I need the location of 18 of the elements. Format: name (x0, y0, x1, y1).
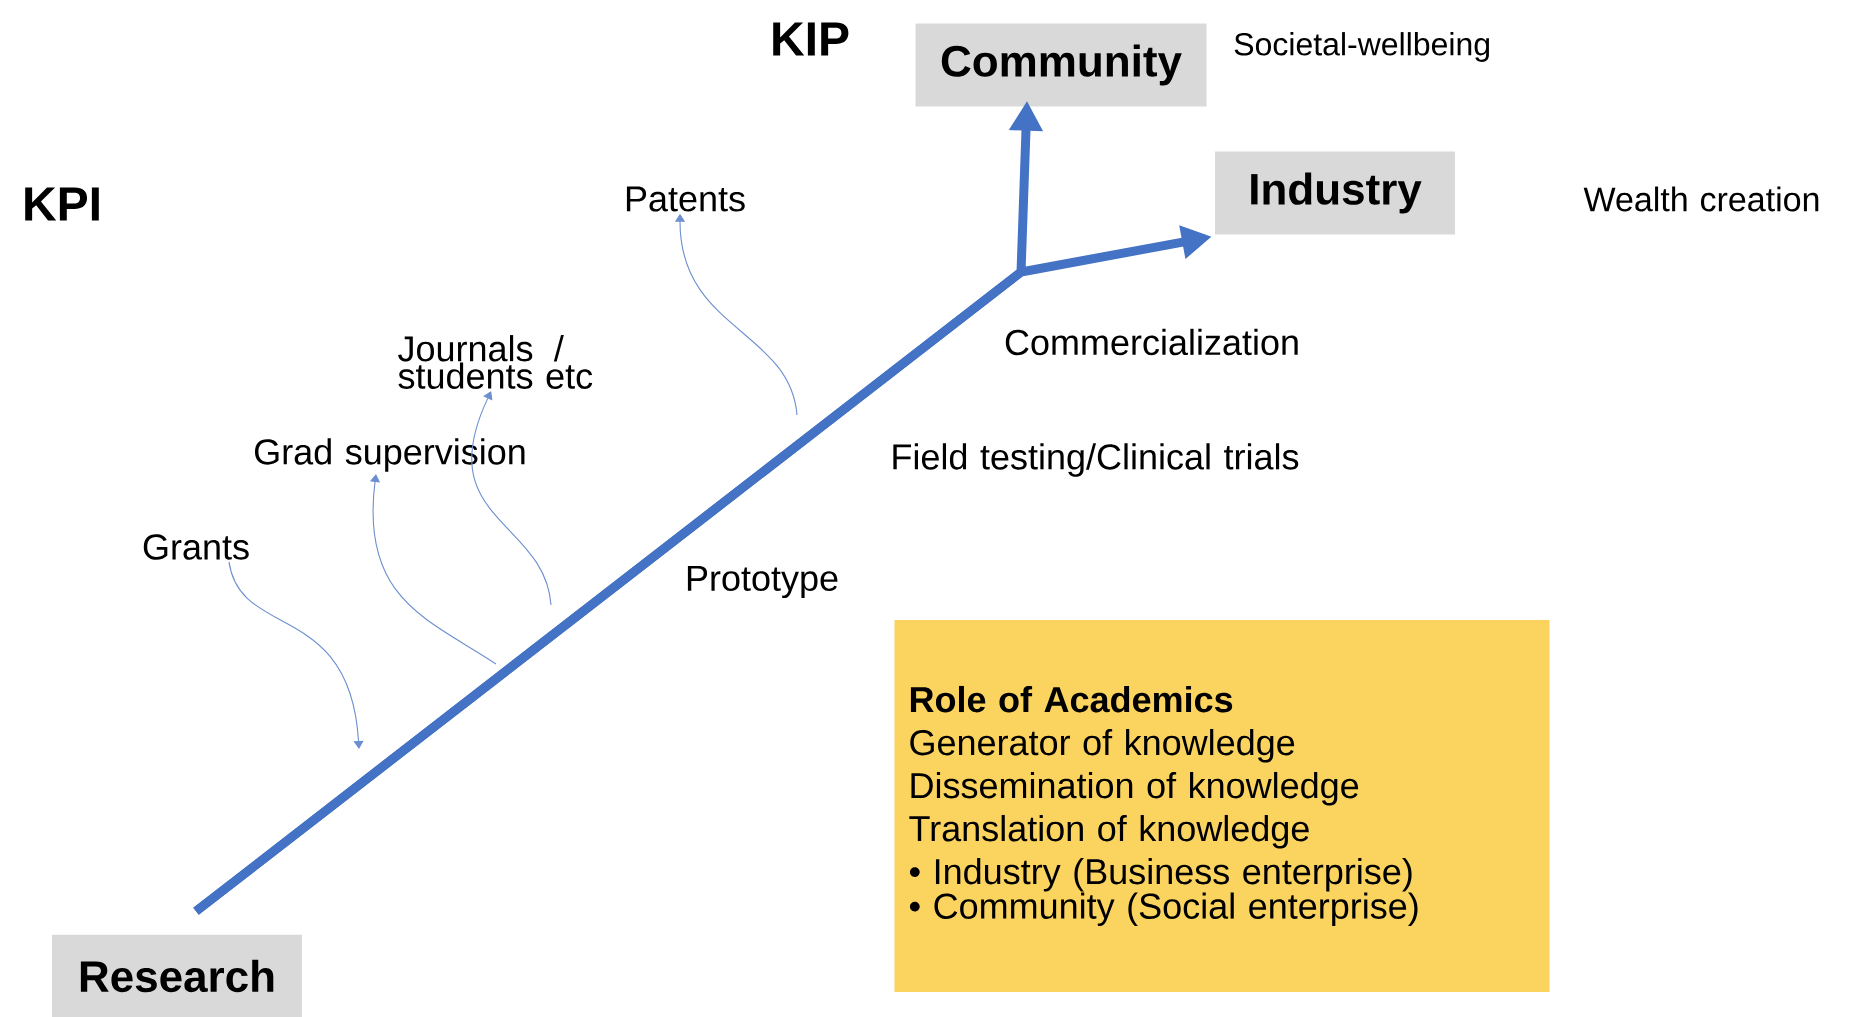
arrow (228, 561, 364, 749)
stage-label: Wealth creation (1582, 185, 1822, 213)
output-label: Grad supervision (255, 438, 525, 472)
stage-label: Prototype (683, 564, 841, 600)
output-label: Patents (626, 186, 745, 212)
arrow (471, 391, 552, 606)
label-box: Research (52, 934, 302, 1017)
output-label: Grants (143, 534, 249, 560)
side-note: Societal-wellbeing (1234, 32, 1489, 62)
stage-label: Commercialization (1002, 327, 1302, 357)
heading: KIP (769, 21, 851, 57)
label-box: Industry (1215, 151, 1455, 235)
text-panel: Role of Academics Generator of knowledge Dissemination of knowledge Translation of knowledge • Industry (Business enterprise) • Community (Social enterprise) (894, 620, 1550, 992)
arrow (369, 474, 497, 665)
output-label: Journals / students etc (398, 335, 593, 389)
heading: KPI (21, 186, 103, 222)
label-box: Community (915, 23, 1207, 107)
stage-label: Field testing/Clinical trials (889, 442, 1301, 478)
